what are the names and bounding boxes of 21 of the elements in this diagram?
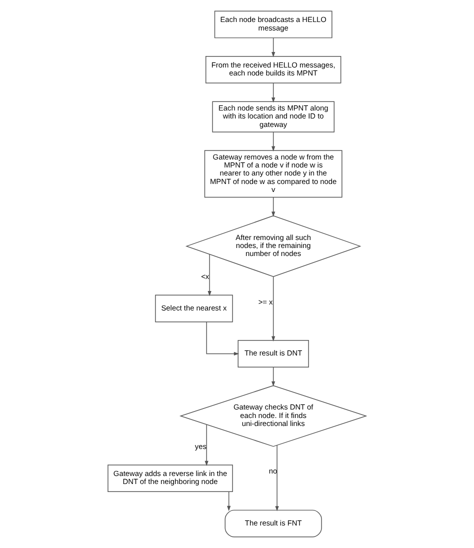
arrow	[272, 366, 276, 386]
node-box: Gateway removes a node w from the MPNT of a node v if node w is nearer to any other node y in the MPNT of node w as compared to node v	[204, 150, 342, 198]
arrow	[272, 132, 276, 152]
node-box: The result is FNT	[224, 510, 322, 538]
arrow	[272, 197, 276, 217]
arrow	[275, 445, 279, 512]
edge-label: no	[268, 466, 278, 476]
arrow	[272, 38, 276, 58]
edge-label: >= x	[258, 297, 273, 306]
node-box: Each node sends its MPNT along with its location and node ID to gateway	[212, 101, 335, 132]
node-box: Select the nearest x	[155, 294, 233, 322]
arrow	[272, 276, 276, 342]
node-box: The result is DNT	[238, 340, 309, 368]
arrow	[208, 254, 212, 296]
arrow	[206, 322, 240, 356]
arrow	[272, 82, 276, 103]
arrow	[227, 492, 231, 512]
arrow	[204, 424, 208, 466]
node-box: Each node broadcasts a HELLO message	[214, 10, 332, 38]
node-box: Gateway adds a reverse link in the DNT of the neighboring node	[108, 464, 233, 492]
node-box: From the received HELLO messages, each node builds its MPNT	[205, 56, 342, 84]
